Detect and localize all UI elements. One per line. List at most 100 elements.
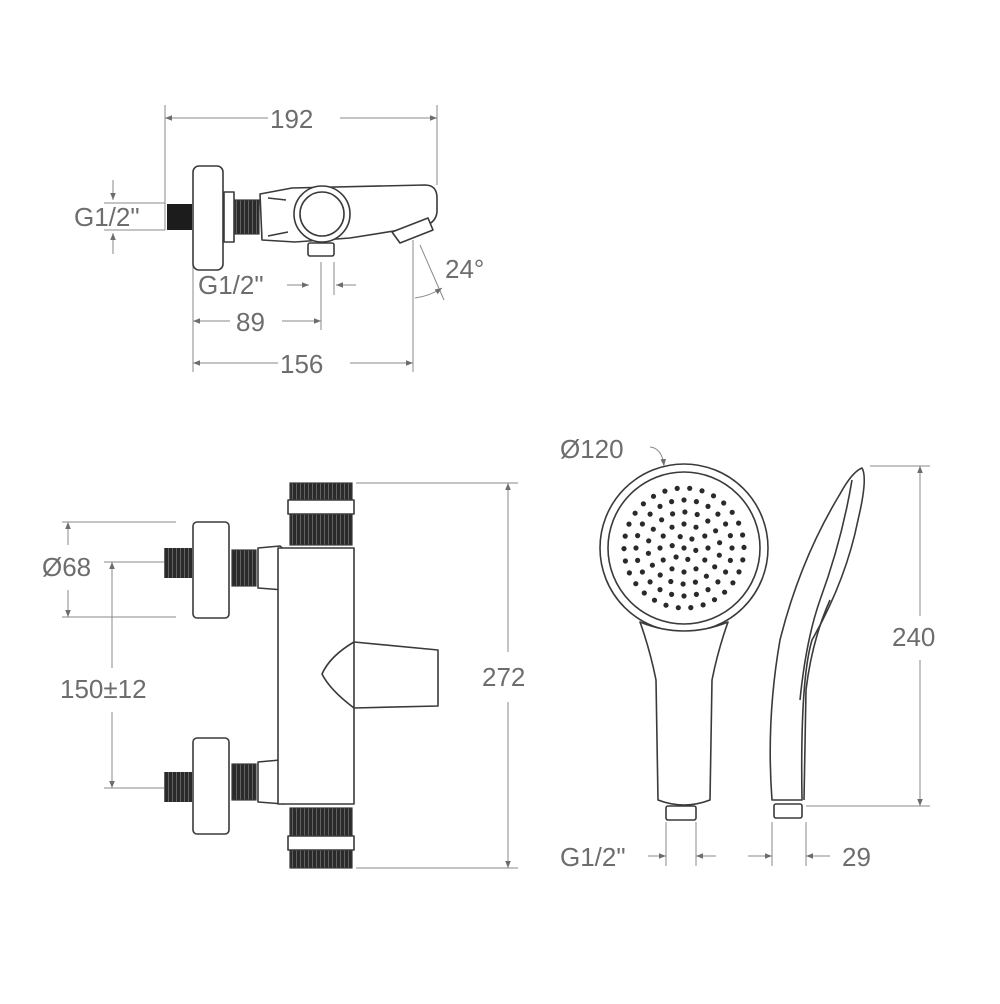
spray-hole [647, 579, 653, 585]
spray-hole [712, 564, 718, 570]
spray-hole [693, 547, 699, 554]
dim-shower-connector: 29 [842, 842, 871, 872]
spray-hole [622, 558, 629, 564]
spray-hole [702, 533, 708, 539]
spray-hole [657, 572, 663, 578]
spray-hole [640, 501, 647, 507]
spray-hole [715, 511, 721, 517]
spray-hole [680, 581, 686, 587]
spray-hole [729, 509, 735, 515]
spray-hole [639, 521, 646, 527]
spray-hole [670, 511, 676, 517]
spray-hole [699, 488, 705, 494]
spray-hole [717, 540, 723, 546]
spray-hole [730, 580, 736, 586]
spray-hole [657, 503, 663, 509]
spray-hole [645, 550, 652, 556]
dim-spout-reach: 156 [280, 349, 323, 379]
spray-hole [669, 566, 675, 572]
spray-hole [705, 587, 711, 593]
spray-holes [621, 485, 747, 611]
spray-hole [688, 605, 694, 611]
lower-inlet-flange [192, 737, 230, 835]
spray-hole [635, 533, 641, 539]
spray-hole [740, 557, 746, 563]
spray-hole [693, 591, 700, 598]
spray-hole [723, 569, 729, 575]
spray-hole [662, 488, 668, 494]
spray-hole [657, 545, 663, 551]
dim-inlet-spacing: 150±12 [60, 674, 147, 704]
dim-spout-angle: 24° [445, 254, 484, 284]
upper-inlet-thread [164, 548, 192, 578]
spray-hole [673, 554, 679, 560]
spray-hole [705, 545, 711, 551]
dim-eccentric-diameter: Ø68 [42, 552, 91, 582]
spray-hole [700, 602, 706, 608]
spray-hole [650, 526, 656, 532]
spray-hole [669, 543, 675, 549]
spray-hole [740, 532, 746, 538]
spray-hole [626, 521, 632, 527]
front-view: Ø68 150±12 272 [42, 482, 525, 869]
spray-hole [626, 570, 633, 576]
spray-hole [741, 544, 747, 551]
spray-hole [721, 500, 727, 506]
spray-hole [722, 589, 728, 595]
spray-hole [633, 545, 639, 551]
spout-top [391, 217, 434, 244]
spray-hole [702, 557, 708, 563]
spray-hole [641, 590, 647, 596]
spray-hole [681, 497, 687, 503]
dim-top-outlet-thread: G1/2" [198, 270, 264, 300]
hand-shower-side: 240 29 [748, 465, 935, 872]
spray-hole [736, 520, 742, 526]
spray-hole [736, 569, 742, 575]
spray-hole [660, 533, 666, 539]
spray-hole [727, 533, 734, 539]
spray-hole [639, 569, 646, 575]
inlet-thread [167, 204, 192, 230]
spray-hole [682, 509, 688, 515]
spray-hole [669, 524, 675, 530]
spray-hole [681, 521, 687, 527]
shower-handle [639, 621, 729, 806]
spray-hole [668, 578, 674, 585]
spray-hole [711, 597, 718, 603]
spray-hole [663, 602, 669, 608]
spray-hole [669, 591, 675, 598]
inlet-flange [192, 165, 224, 271]
spray-hole [705, 503, 711, 509]
spray-hole [727, 557, 734, 564]
spray-hole [650, 493, 657, 499]
spray-hole [621, 546, 627, 552]
spray-hole [710, 493, 717, 499]
spray-hole [646, 538, 652, 544]
lower-inlet-thread [164, 772, 192, 802]
spray-hole [693, 524, 699, 530]
shower-side-profile [769, 467, 866, 801]
spray-hole [715, 579, 721, 585]
spray-hole [705, 518, 711, 524]
spray-hole [713, 528, 719, 534]
spray-hole [693, 566, 699, 572]
spray-hole [632, 510, 638, 516]
spray-hole [716, 552, 722, 558]
dim-shower-head-diameter: Ø120 [560, 434, 624, 464]
spray-hole [633, 581, 639, 587]
spray-hole [659, 517, 665, 523]
spray-hole [692, 579, 699, 585]
spray-hole [693, 499, 700, 505]
spray-hole [651, 597, 658, 603]
hand-shower-front: Ø120 G1/2" [560, 434, 769, 872]
spray-hole [657, 587, 663, 593]
spray-hole [649, 562, 656, 568]
spray-hole [674, 485, 680, 491]
spray-hole [675, 605, 681, 611]
spray-hole [635, 557, 641, 564]
spray-hole [703, 573, 710, 579]
dim-top-width: 192 [270, 104, 313, 134]
top-view: 192 G1/2" 24° G1/2" 89 [74, 104, 484, 379]
spray-hole [622, 533, 628, 539]
